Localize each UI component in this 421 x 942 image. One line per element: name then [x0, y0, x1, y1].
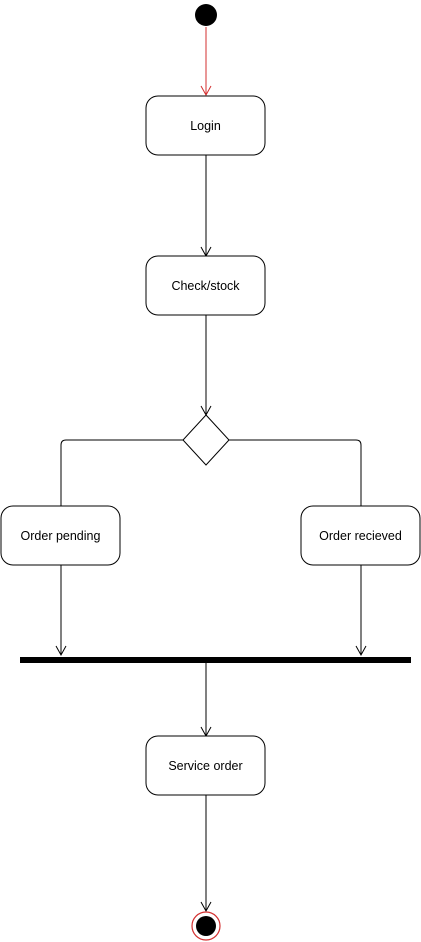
activity-order-pending-label: Order pending [21, 529, 101, 543]
flow-decision-to-order-pending [60, 439, 183, 506]
activity-order-received-label: Order recieved [319, 529, 402, 543]
activity-order-received: Order recieved [300, 505, 421, 566]
activity-check-stock-label: Check/stock [171, 279, 240, 293]
decision-node [182, 414, 230, 466]
flow-decision-to-order-received [229, 439, 362, 506]
activity-service-order: Service order [145, 735, 266, 796]
activity-check-stock: Check/stock [145, 255, 266, 316]
initial-node [195, 4, 217, 26]
activity-login-label: Login [190, 119, 221, 133]
activity-login: Login [145, 95, 266, 156]
final-node [191, 911, 221, 941]
activity-order-pending: Order pending [0, 505, 121, 566]
activity-service-order-label: Service order [168, 759, 242, 773]
join-bar [20, 657, 411, 663]
